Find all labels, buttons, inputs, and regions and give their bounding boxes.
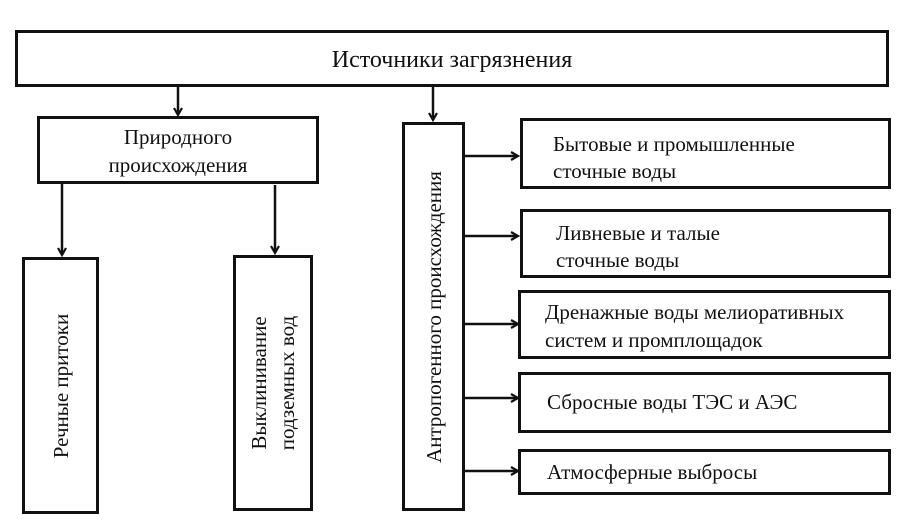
natural-origin-node: Природного происхождения [37, 116, 319, 184]
groundwater-wedging-label-line2: подземных вод [275, 315, 299, 451]
storm-melt-wastewater-node: Ливневые и талые сточные воды [520, 209, 891, 278]
thermal-nuclear-discharge-node: Сбросные воды ТЭС и АЭС [518, 372, 891, 433]
atmospheric-emissions-node: Атмосферные выбросы [518, 449, 891, 495]
anthropogenic-origin-node: Антропогенного происхождения [402, 122, 465, 511]
river-tributaries-node: Речные притоки [22, 257, 99, 514]
groundwater-wedging-label: Выклинивание подземных вод [245, 316, 301, 450]
drainage-water-node: Дренажные воды мелиоративных систем и пр… [518, 290, 891, 359]
household-industrial-label-line1: Бытовые и промышленные [553, 132, 795, 156]
root-node: Источники загрязнения [15, 30, 889, 87]
drainage-label-line1: Дренажные воды мелиоративных [545, 300, 845, 324]
groundwater-wedging-node: Выклинивание подземных вод [233, 255, 313, 511]
root-label: Источники загрязнения [331, 47, 573, 73]
groundwater-wedging-label-line1: Выклинивание [247, 316, 271, 450]
household-industrial-wastewater-node: Бытовые и промышленные сточные воды [520, 118, 891, 189]
atmospheric-label: Атмосферные выбросы [547, 460, 758, 484]
storm-melt-label-line2: сточные воды [556, 248, 680, 272]
storm-melt-label-line1: Ливневые и талые [556, 221, 720, 245]
drainage-label-line2: систем и промплощадок [545, 328, 763, 352]
anthropogenic-origin-label: Антропогенного происхождения [421, 170, 446, 463]
natural-origin-label-line2: происхождения [108, 153, 248, 177]
natural-origin-label-line1: Природного [123, 125, 233, 149]
household-industrial-label-line2: сточные воды [553, 159, 677, 183]
river-tributaries-label: Речные притоки [48, 313, 73, 458]
discharge-label: Сбросные воды ТЭС и АЭС [547, 390, 798, 414]
